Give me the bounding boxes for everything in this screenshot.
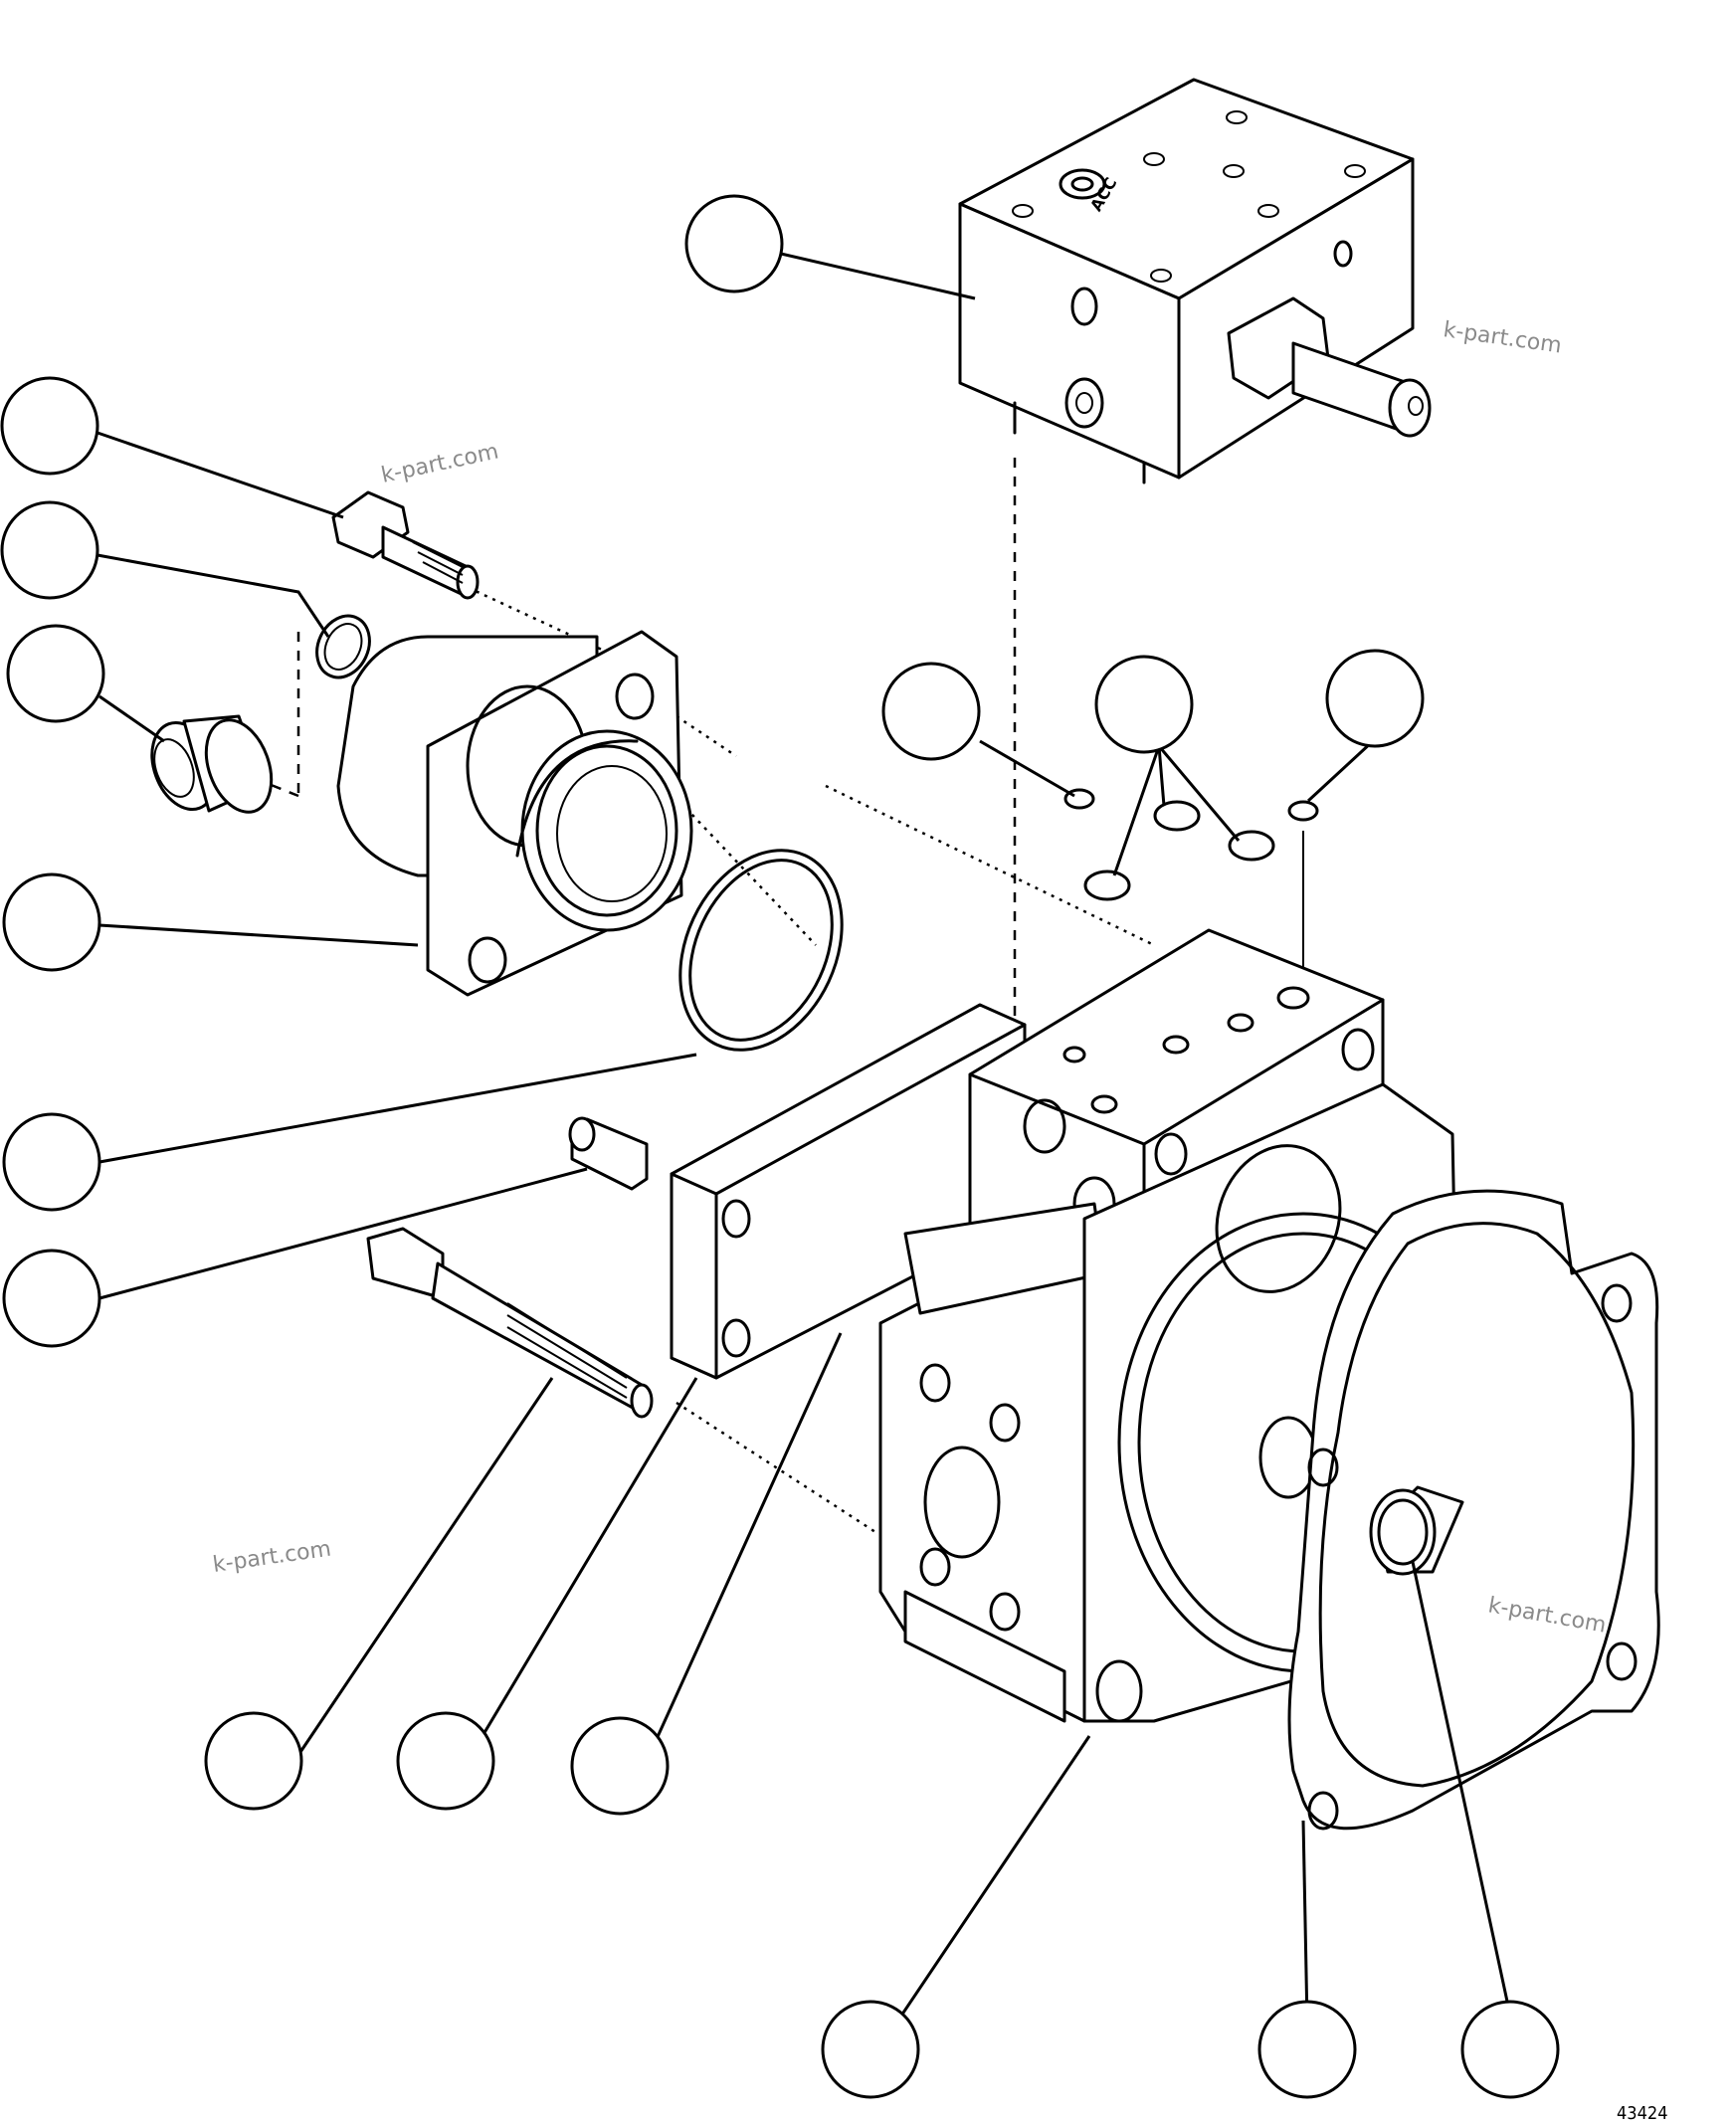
watermark-text: k-part.com [211, 1537, 332, 1578]
callout-4 [6, 624, 105, 723]
hex-bolt [331, 490, 480, 600]
port-o-rings [1063, 788, 1319, 901]
callout-11 [204, 1711, 303, 1811]
watermark-text: k-part.com [379, 440, 500, 488]
callout-10 [1325, 649, 1425, 748]
callout-6 [2, 1112, 101, 1212]
cover-cap [1369, 1485, 1464, 1576]
callout-15 [1257, 2000, 1357, 2099]
plug [150, 714, 274, 814]
callout-circles [0, 194, 1560, 2099]
flange-fitting [336, 630, 693, 997]
alignment-lines [248, 458, 1304, 1534]
small-o-ring [315, 614, 371, 679]
valve-block-top: ACC [958, 78, 1432, 484]
cover-gasket [1287, 1189, 1660, 1831]
callout-12 [396, 1711, 495, 1811]
dowel-pin [568, 1116, 649, 1191]
callout-16 [1460, 2000, 1560, 2099]
callout-14 [821, 2000, 920, 2099]
large-o-ring [678, 849, 844, 1052]
long-bolt [366, 1227, 654, 1419]
callout-2 [0, 376, 99, 476]
callout-7 [2, 1249, 101, 1348]
leader-lines [96, 252, 1514, 2026]
watermark-text: k-part.com [1442, 317, 1563, 358]
callout-13 [570, 1716, 670, 1816]
figure-number: 43424 [1617, 2103, 1668, 2124]
callout-9 [1094, 655, 1194, 754]
callout-1 [684, 194, 784, 293]
callout-3 [0, 500, 99, 600]
callout-8 [881, 662, 981, 761]
callout-5 [2, 872, 101, 972]
